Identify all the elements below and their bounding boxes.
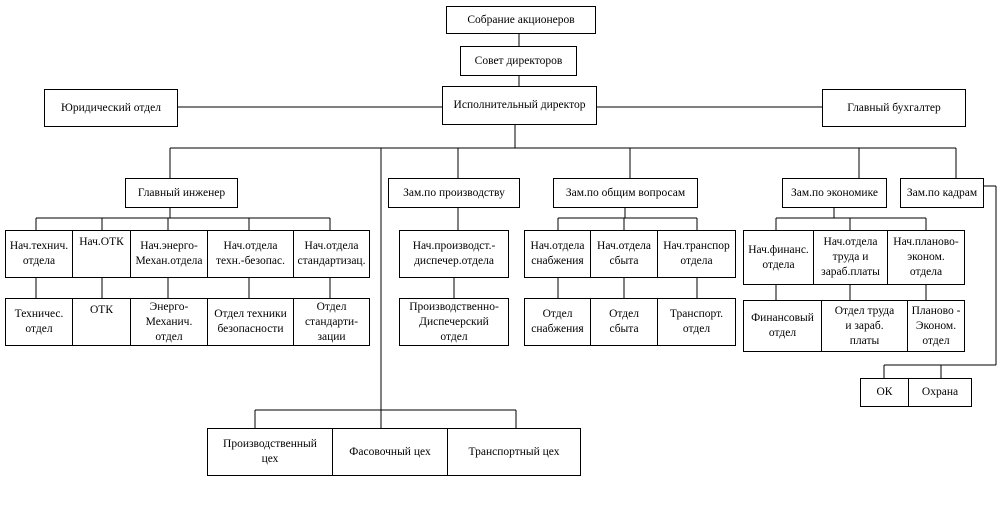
head-energy-mechanical-label: Нач.энерго- Механ.отдела	[135, 240, 203, 267]
legal-department-box: Юридический отдел	[44, 89, 178, 127]
sales-department-label: Отдел сбыта	[609, 308, 639, 335]
deputy-hr-label: Зам.по кадрам	[906, 186, 978, 199]
head-labor-box: Нач.отдела труда и зараб.платы	[813, 230, 888, 285]
transport-department-box: Транспорт. отдел	[657, 298, 736, 346]
packing-shop-box: Фасовочный цех	[332, 428, 448, 476]
head-dispatch-label: Нач.производст.- диспечер.отдела	[412, 240, 496, 267]
production-shop-box: Производственный цех	[207, 428, 333, 476]
shareholders-meeting-label: Собрание акционеров	[467, 13, 575, 26]
ok-department-label: ОК	[876, 386, 893, 398]
transport-shop-label: Транспортный цех	[468, 445, 560, 458]
head-otk-label: Нач.ОТК	[79, 236, 124, 248]
head-dispatch-box: Нач.производст.- диспечер.отдела	[399, 230, 509, 278]
finance-department-label: Финансовый отдел	[751, 312, 814, 339]
otk-department-box: ОТК	[72, 298, 131, 346]
head-planning-box: Нач.планово- эконом. отдела	[887, 230, 965, 285]
head-energy-mechanical-box: Нач.энерго- Механ.отдела	[130, 230, 208, 278]
packing-shop-label: Фасовочный цех	[349, 445, 431, 458]
executive-director-label: Исполнительный директор	[453, 99, 586, 111]
head-transport-label: Нач.транспор отдела	[663, 240, 730, 267]
technical-department-label: Техничес. отдел	[14, 308, 64, 335]
planning-department-box: Планово - Эконом. отдел	[907, 300, 965, 352]
deputy-production-box: Зам.по производству	[388, 178, 520, 208]
deputy-general-box: Зам.по общим вопросам	[553, 178, 698, 208]
chief-engineer-box: Главный инженер	[125, 178, 238, 208]
transport-department-label: Транспорт. отдел	[669, 308, 724, 335]
standardization-department-box: Отдел стандарти- зации	[293, 298, 370, 346]
chief-accountant-label: Главный бухгалтер	[847, 101, 941, 114]
head-standardization-label: Нач.отдела стандартизац.	[297, 240, 366, 267]
deputy-economics-label: Зам.по экономике	[790, 186, 878, 199]
legal-department-label: Юридический отдел	[61, 101, 161, 114]
dispatch-department-label: Производственно- Диспечерский отдел	[409, 300, 499, 343]
head-supply-label: Нач.отдела снабжения	[530, 240, 585, 267]
security-department-label: Охрана	[921, 386, 959, 398]
security-department-box: Охрана	[908, 378, 972, 407]
chief-engineer-label: Главный инженер	[137, 186, 226, 199]
head-labor-label: Нач.отдела труда и зараб.платы	[821, 236, 880, 278]
head-safety-box: Нач.отдела техн.-безопас.	[207, 230, 294, 278]
head-sales-box: Нач.отдела сбыта	[590, 230, 658, 278]
chief-accountant-box: Главный бухгалтер	[822, 89, 966, 127]
deputy-production-label: Зам.по производству	[403, 186, 505, 199]
head-transport-box: Нач.транспор отдела	[657, 230, 736, 278]
transport-shop-box: Транспортный цех	[447, 428, 581, 476]
shareholders-meeting-box: Собрание акционеров	[446, 6, 596, 34]
head-sales-label: Нач.отдела сбыта	[597, 240, 651, 267]
technical-department-box: Техничес. отдел	[5, 298, 73, 346]
labor-department-label: Отдел труда и зараб. платы	[834, 304, 895, 347]
standardization-department-label: Отдел стандарти- зации	[304, 300, 359, 343]
head-finance-label: Нач.финанс. отдела	[748, 243, 809, 271]
head-technical-box: Нач.технич. отдела	[5, 230, 73, 278]
planning-department-label: Планово - Эконом. отдел	[911, 304, 961, 347]
supply-department-label: Отдел снабжения	[531, 308, 584, 335]
deputy-economics-box: Зам.по экономике	[782, 178, 887, 208]
executive-director-box: Исполнительный директор	[442, 86, 597, 125]
dispatch-department-box: Производственно- Диспечерский отдел	[399, 298, 509, 346]
head-technical-label: Нач.технич. отдела	[9, 240, 69, 267]
deputy-general-label: Зам.по общим вопросам	[565, 186, 686, 199]
safety-department-label: Отдел техники безопасности	[214, 308, 287, 335]
deputy-hr-box: Зам.по кадрам	[900, 178, 984, 208]
board-of-directors-box: Совет директоров	[460, 46, 577, 76]
board-of-directors-label: Совет директоров	[474, 54, 563, 67]
otk-department-label: ОТК	[90, 304, 113, 316]
finance-department-box: Финансовый отдел	[743, 300, 822, 352]
head-planning-label: Нач.планово- эконом. отдела	[893, 236, 959, 278]
energy-mechanical-department-label: Энерго- Механич. отдел	[145, 300, 193, 343]
supply-department-box: Отдел снабжения	[524, 298, 591, 346]
ok-department-box: ОК	[860, 378, 909, 407]
head-safety-label: Нач.отдела техн.-безопас.	[216, 240, 285, 267]
energy-mechanical-department-box: Энерго- Механич. отдел	[130, 298, 208, 346]
head-finance-box: Нач.финанс. отдела	[743, 230, 814, 285]
labor-department-box: Отдел труда и зараб. платы	[821, 300, 908, 352]
head-supply-box: Нач.отдела снабжения	[524, 230, 591, 278]
production-shop-label: Производственный цех	[223, 438, 317, 465]
safety-department-box: Отдел техники безопасности	[207, 298, 294, 346]
head-otk-box: Нач.ОТК	[72, 230, 131, 278]
head-standardization-box: Нач.отдела стандартизац.	[293, 230, 370, 278]
sales-department-box: Отдел сбыта	[590, 298, 658, 346]
